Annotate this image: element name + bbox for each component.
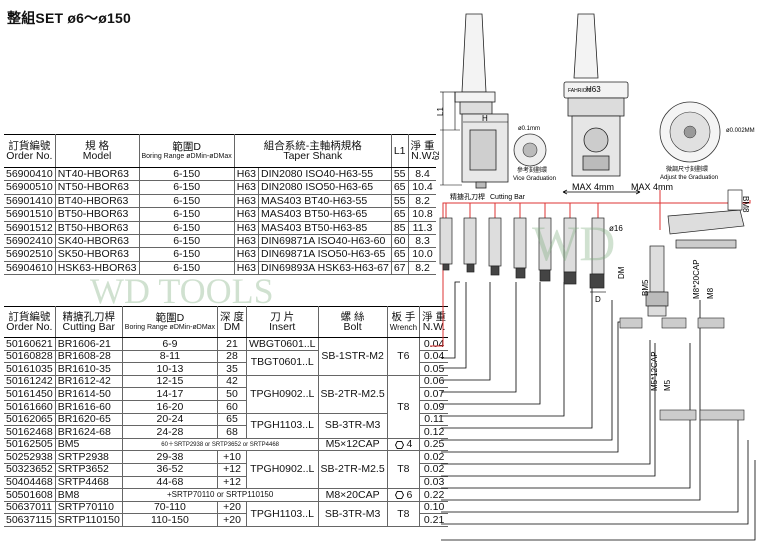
m8-label: M8 xyxy=(706,287,715,299)
dm-label: DM xyxy=(617,266,626,279)
m5-label: M5 xyxy=(663,379,672,391)
m5-cap-label: M5*12CAP xyxy=(650,351,659,391)
srtp-heads xyxy=(619,317,745,421)
bm5-label: BM5 xyxy=(641,279,650,296)
adjust-graduation-label-en: Adjust the Graduation xyxy=(660,175,718,181)
leader-lines xyxy=(430,190,751,347)
h-label: H xyxy=(482,114,488,123)
dimension-lines xyxy=(440,91,508,186)
reference-lines xyxy=(441,281,756,541)
brand-logo: FAHRION xyxy=(568,88,591,94)
d-label: D xyxy=(595,295,601,304)
l1-label: L1 xyxy=(436,107,445,116)
adjust-graduation-dial xyxy=(659,101,721,163)
dial-phi-label: ø0.002MM xyxy=(726,128,755,134)
cutting-bar-label-zh: 精搪孔刀桿 xyxy=(450,192,485,201)
g2-label: 62 xyxy=(432,151,441,160)
cutting-bars xyxy=(439,217,605,289)
vice-graduation-hub xyxy=(522,142,538,158)
vice-graduation-label-zh: 參考刻劃環 xyxy=(517,166,547,174)
holder-front-view xyxy=(563,13,629,177)
bm8-label: BM8 xyxy=(741,196,750,213)
bm5-adapter xyxy=(645,245,669,317)
h63-label: H63 xyxy=(586,85,601,94)
bm8-bar xyxy=(667,209,745,249)
boring-head-drawing: L1 62 H ø0.1mm 參考刻劃環 Vice Graduation H63… xyxy=(430,13,756,541)
max-label-1: MAX 4mm xyxy=(572,182,614,192)
phi16-label: ø16 xyxy=(609,224,623,233)
hex-key-icon xyxy=(394,440,404,449)
col-l1: L1 xyxy=(391,134,409,168)
adjust-graduation-label-zh: 微調尺寸刻劃環 xyxy=(666,165,708,173)
page-title: 整組SET ø6～ø150 xyxy=(7,10,131,26)
cutting-bar-label-en: Cutting Bar xyxy=(490,194,526,201)
vice-graduation-label-en: Vice Graduation xyxy=(513,176,556,182)
m8-cap-label: M8*20CAP xyxy=(692,259,701,299)
max-arrow xyxy=(562,189,641,195)
max-label-2: MAX 4mm xyxy=(631,182,673,192)
bm8-tag xyxy=(727,189,743,211)
vice-phi-label: ø0.1mm xyxy=(518,126,540,132)
holder-side-view xyxy=(454,13,509,189)
hex-key-icon xyxy=(394,490,404,499)
